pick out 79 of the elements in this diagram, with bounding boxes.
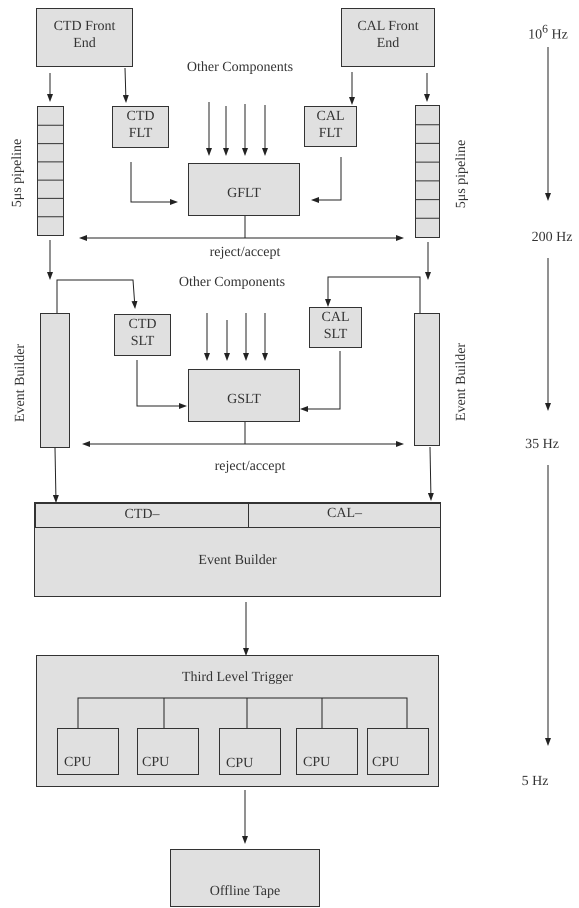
- arrow: [47, 240, 53, 280]
- signal-label: reject/accept: [210, 245, 280, 261]
- arrow: [243, 602, 249, 656]
- arrow: [47, 72, 53, 102]
- arrow: [428, 446, 434, 501]
- side-label: Event Builder: [13, 343, 29, 422]
- arrow: [223, 106, 229, 156]
- arrow: [349, 72, 355, 105]
- process-box: [219, 728, 281, 775]
- process-box: [57, 728, 119, 775]
- arrow: [204, 312, 210, 361]
- process-box: [40, 313, 70, 448]
- component-label: Other Components: [150, 58, 330, 78]
- node-label: CTD–: [124, 507, 161, 524]
- arrow: [262, 312, 268, 361]
- node-label: CTD SLT: [128, 317, 158, 351]
- rate-label: 5 Hz: [522, 774, 548, 790]
- node-label: CPU: [225, 756, 254, 773]
- arrow: [311, 156, 342, 203]
- connector-line: [78, 698, 408, 728]
- process-box: [112, 106, 169, 148]
- process-box: [341, 8, 435, 67]
- component-label: Other Components: [142, 273, 322, 293]
- process-box: [36, 8, 133, 67]
- process-box: [114, 314, 171, 356]
- arrow: [325, 276, 420, 314]
- process-box: [188, 369, 300, 422]
- rate-label: 10$^{6}$ Hz: [528, 22, 568, 44]
- pipeline-buffer: [37, 106, 64, 236]
- arrow: [130, 162, 178, 205]
- node-label: CPU: [141, 755, 170, 772]
- process-box: [309, 307, 362, 348]
- process-box: [34, 502, 441, 597]
- node-label: GFLT: [226, 186, 262, 203]
- arrow: [224, 320, 230, 361]
- node-label: Offline Tape: [208, 884, 282, 901]
- arrow: [424, 72, 430, 102]
- node-label: CTD Front End: [52, 19, 116, 53]
- arrow: [300, 350, 340, 412]
- arrow: [243, 312, 249, 361]
- side-label: 5μs pipeline: [10, 138, 26, 208]
- arrow: [56, 280, 138, 314]
- process-box: [188, 163, 300, 216]
- rate-label: 35 Hz: [525, 437, 559, 453]
- node-label: CAL FLT: [316, 109, 346, 143]
- node-label: CAL Front End: [356, 19, 420, 53]
- arrow: [262, 104, 268, 156]
- side-label: Event Builder: [454, 342, 470, 421]
- side-label: 5μs pipeline: [454, 139, 470, 208]
- pipeline-buffer: [415, 105, 440, 238]
- process-box: [35, 503, 249, 528]
- process-box: [36, 655, 439, 787]
- node-label: CPU: [371, 755, 400, 772]
- node-label: Third Level Trigger: [180, 670, 294, 687]
- rate-label: 200 Hz: [532, 230, 572, 246]
- arrow: [425, 242, 431, 280]
- node-label: CAL SLT: [320, 310, 350, 344]
- node-label: CPU: [302, 755, 332, 772]
- process-box: [248, 503, 441, 528]
- process-box: [296, 728, 358, 775]
- node-label: CPU: [63, 755, 92, 772]
- node-label: Event Builder: [197, 553, 278, 570]
- process-box: [304, 106, 357, 147]
- node-label: CTD FLT: [126, 109, 156, 143]
- arrow: [206, 102, 212, 156]
- process-box: [137, 728, 199, 775]
- arrow: [242, 104, 248, 156]
- arrow: [244, 216, 404, 241]
- node-label: CAL–: [326, 506, 364, 523]
- arrow: [244, 422, 404, 447]
- signal-label: reject/accept: [214, 459, 286, 475]
- arrow: [242, 790, 248, 844]
- node-label: GSLT: [226, 392, 262, 409]
- process-box: [414, 313, 440, 446]
- arrow: [52, 448, 59, 503]
- arrow: [136, 360, 187, 409]
- process-box: [170, 849, 320, 907]
- process-box: [367, 728, 429, 775]
- arrow: [122, 68, 129, 103]
